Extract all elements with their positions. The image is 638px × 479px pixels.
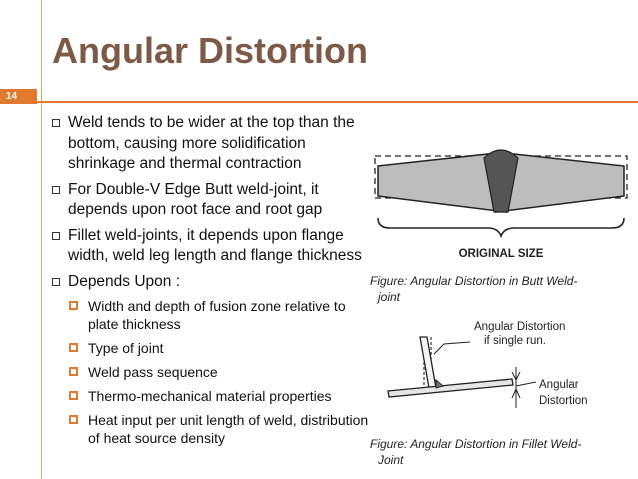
bullet-text: For Double-V Edge Butt weld-joint, it de…: [68, 180, 323, 219]
fillet-weld-figure: Angular Distortion if single run. Angula…: [387, 321, 588, 408]
square-sub-bullet-icon: [69, 415, 78, 424]
bullet-text: Weld tends to be wider at the top than t…: [68, 114, 355, 172]
figure2-caption: Figure: Angular Distortion in Fillet Wel…: [370, 436, 581, 468]
bullet-item: Depends Upon :: [44, 272, 369, 293]
square-sub-bullet-icon: [69, 301, 78, 310]
sub-bullet-item: Weld pass sequence: [44, 363, 369, 381]
sub-bullet-list: Width and depth of fusion zone relative …: [44, 297, 369, 447]
bullet-text: Depends Upon :: [68, 272, 181, 290]
bullet-list: Weld tends to be wider at the top than t…: [44, 113, 369, 453]
bullet-text: Fillet weld-joints, it depends upon flan…: [68, 226, 362, 265]
bullet-item: Fillet weld-joints, it depends upon flan…: [44, 226, 369, 267]
square-bullet-icon: [52, 277, 60, 286]
original-size-label: ORIGINAL SIZE: [459, 248, 544, 260]
sub-bullet-item: Thermo-mechanical material properties: [44, 387, 369, 405]
size-brace: [377, 217, 625, 239]
figure1-caption: Figure: Angular Distortion in Butt Weld-…: [370, 273, 577, 305]
bullet-item: For Double-V Edge Butt weld-joint, it de…: [44, 180, 369, 221]
angle-arrow-up-icon: [511, 387, 521, 399]
square-bullet-icon: [52, 185, 60, 194]
fillet-label-side-line1: Angular: [539, 379, 579, 391]
fillet-weld: [435, 378, 445, 389]
square-sub-bullet-icon: [69, 343, 78, 352]
distorted-flange: [419, 336, 437, 389]
fillet-label-top-line1: Angular Distortion: [474, 321, 565, 333]
figure1-caption-line2: joint: [378, 290, 401, 304]
square-bullet-icon: [52, 119, 60, 127]
slide-title: Angular Distortion: [52, 30, 368, 71]
fillet-label-side-line2: Distortion: [539, 395, 588, 407]
figure2-caption-line1: Figure: Angular Distortion in Fillet Wel…: [370, 437, 582, 451]
figure1-caption-line1: Figure: Angular Distortion in Butt Weld-: [370, 274, 578, 288]
bullet-item: Weld tends to be wider at the top than t…: [44, 113, 369, 175]
angle-arrow-down-icon: [511, 371, 521, 382]
sub-bullet-text: Weld pass sequence: [88, 364, 218, 380]
square-bullet-icon: [52, 231, 60, 240]
sub-bullet-text: Type of joint: [88, 340, 164, 356]
figure2-caption-line2: Joint: [378, 453, 404, 467]
sub-bullet-text: Heat input per unit length of weld, dist…: [88, 412, 369, 446]
square-sub-bullet-icon: [69, 391, 78, 400]
angle-leader-line: [515, 381, 537, 387]
left-margin-line: [41, 0, 42, 479]
sub-bullet-item: Width and depth of fusion zone relative …: [44, 297, 369, 333]
sub-bullet-text: Width and depth of fusion zone relative …: [88, 298, 346, 332]
fillet-label-top-line2: if single run.: [484, 335, 546, 347]
sub-bullet-item: Heat input per unit length of weld, dist…: [44, 411, 369, 447]
sub-bullet-item: Type of joint: [44, 339, 369, 357]
title-rule: [0, 101, 638, 103]
slide-number: 14: [0, 89, 37, 104]
distortion-leader-top: [433, 341, 471, 355]
weld-bead: [483, 149, 519, 213]
square-sub-bullet-icon: [69, 367, 78, 376]
distorted-base-plate: [387, 378, 514, 398]
butt-weld-figure: ORIGINAL SIZE: [374, 149, 628, 260]
sub-bullet-text: Thermo-mechanical material properties: [88, 388, 332, 404]
